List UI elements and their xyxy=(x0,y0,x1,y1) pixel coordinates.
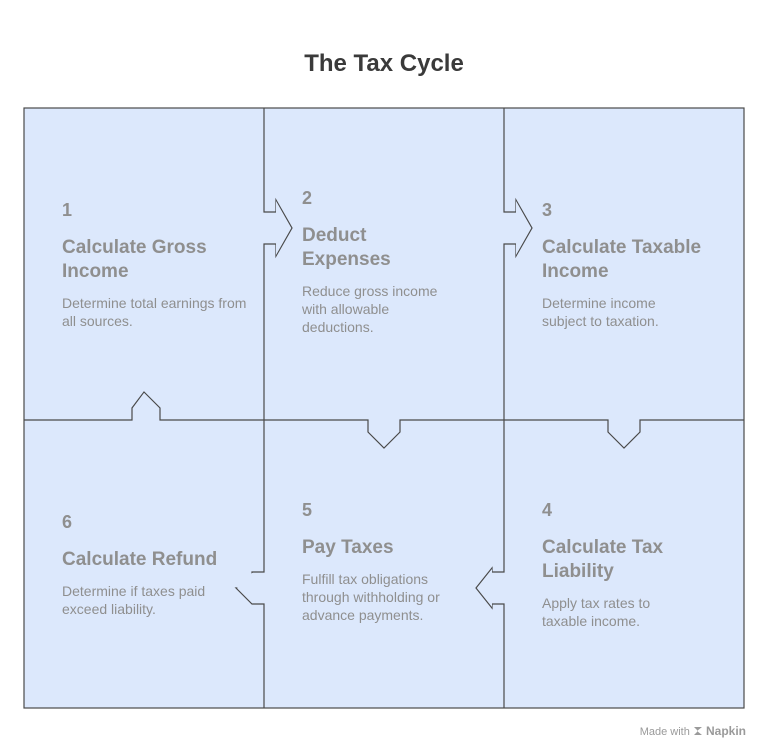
arrow-fill-6-1 xyxy=(133,393,159,419)
step-6-number: 6 xyxy=(62,512,73,532)
step-4-title: Calculate Tax Liability xyxy=(542,537,664,582)
cell-background-3 xyxy=(504,108,744,420)
step-4: 4 Calculate Tax Liability Apply tax rate… xyxy=(542,500,742,630)
step-2-number: 2 xyxy=(302,188,313,208)
step-6-title: Calculate Refund xyxy=(62,549,218,570)
arrow-fill-2-3 xyxy=(505,201,531,255)
arrow-fill-5-6 xyxy=(237,573,263,603)
step-4-number: 4 xyxy=(542,500,553,520)
step-1-description: Determine total earnings from all source… xyxy=(62,295,247,329)
napkin-brand: Napkin xyxy=(705,724,746,738)
step-2: 2 Deduct Expenses Reduce gross income wi… xyxy=(302,188,502,336)
step-1-number: 1 xyxy=(62,200,73,220)
cell-background-4 xyxy=(504,420,744,708)
grid-outer-border xyxy=(23,107,745,709)
step-3: 3 Calculate Taxable Income Determine inc… xyxy=(542,200,742,330)
arrow-fill-4-5 xyxy=(477,569,503,607)
step-6-description: Determine if taxes paid exceed liability… xyxy=(62,583,206,617)
napkin-logo-icon xyxy=(693,726,706,738)
arrow-fill-3-4 xyxy=(609,421,639,447)
cell-background-5 xyxy=(264,420,504,708)
made-with-napkin[interactable]: Made with Napkin xyxy=(640,724,746,738)
step-2-title: Deduct Expenses xyxy=(302,225,391,270)
step-3-description: Determine income subject to taxation. xyxy=(542,295,659,329)
step-5-number: 5 xyxy=(302,500,313,520)
step-2-description: Reduce gross income with allowable deduc… xyxy=(302,283,438,335)
made-with-label: Made with xyxy=(639,726,690,738)
cell-background-1 xyxy=(24,108,264,420)
step-5-description: Fulfill tax obligations through withhold… xyxy=(302,571,440,623)
step-6: 6 Calculate Refund Determine if taxes pa… xyxy=(62,512,262,618)
cell-background-2 xyxy=(264,108,504,420)
step-3-title: Calculate Taxable Income xyxy=(542,237,702,282)
divider-h xyxy=(24,391,744,449)
step-1-title: Calculate Gross Income xyxy=(62,237,207,282)
step-1: 1 Calculate Gross Income Determine total… xyxy=(62,200,262,330)
step-3-number: 3 xyxy=(542,200,553,220)
arrow-fill-1-2 xyxy=(265,201,291,255)
step-5-title: Pay Taxes xyxy=(302,537,394,558)
arrow-fill-2-5 xyxy=(369,421,399,447)
diagram-title: The Tax Cycle xyxy=(304,50,464,77)
step-5: 5 Pay Taxes Fulfill tax obligations thro… xyxy=(302,500,502,624)
cell-background-6 xyxy=(24,420,264,708)
step-4-description: Apply tax rates to taxable income. xyxy=(542,595,651,629)
